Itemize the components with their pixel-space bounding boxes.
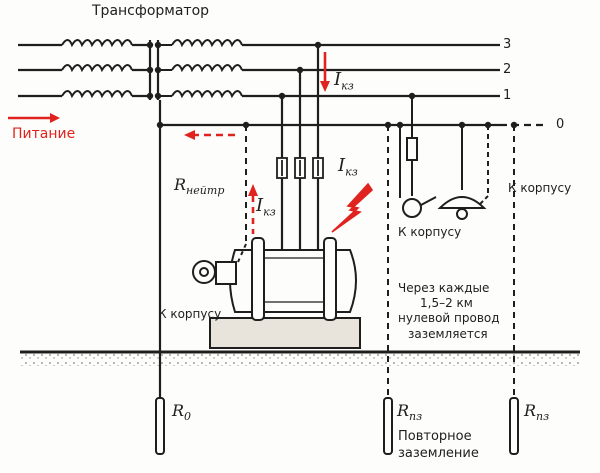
primary-lines bbox=[18, 43, 150, 98]
to-casing-label-motor: К корпусу bbox=[158, 307, 222, 321]
secondary-phase-lines bbox=[242, 43, 500, 98]
note-line-1: Через каждые bbox=[398, 281, 490, 295]
electric-motor bbox=[192, 237, 361, 349]
diagram-title: Трансформатор bbox=[92, 3, 210, 19]
to-casing-label-lamp: К корпусу bbox=[508, 181, 572, 195]
to-casing-label-socket: К корпусу bbox=[398, 225, 462, 239]
note-line-2: 1,5–2 км bbox=[420, 296, 473, 310]
motor-casing-pe bbox=[237, 125, 247, 263]
fault-current-arrows bbox=[8, 52, 374, 234]
repeat-ground-line-1: Повторное bbox=[398, 429, 472, 444]
phase-1-label: 1 bbox=[503, 88, 512, 103]
secondary-windings bbox=[158, 39, 243, 99]
ground-resistor-rpz-2: Rпз bbox=[524, 401, 550, 424]
ground-resistor-rpz-1: Rпз bbox=[397, 401, 423, 424]
ground-electrodes bbox=[155, 397, 519, 455]
fault-current-label-pe: Iкз bbox=[256, 195, 276, 219]
neutral-label: 0 bbox=[556, 117, 565, 132]
motor-fuses bbox=[276, 157, 324, 179]
repeat-ground-line-2: заземление bbox=[398, 446, 479, 461]
junction-dots bbox=[146, 41, 518, 129]
note-line-4: заземляется bbox=[408, 327, 488, 341]
supply-label: Питание bbox=[12, 126, 76, 142]
phase-2-label: 2 bbox=[503, 62, 512, 77]
load-wiring bbox=[399, 96, 489, 220]
neutral-resistance-label: Rнейтр bbox=[174, 175, 225, 198]
primary-windings bbox=[61, 39, 133, 99]
phase-3-label: 3 bbox=[503, 37, 512, 52]
ground-resistor-r0: R0 bbox=[172, 401, 192, 424]
note-line-3: нулевой провод bbox=[398, 311, 500, 325]
repeat-ground-leads bbox=[387, 125, 515, 400]
ground-surface bbox=[20, 352, 580, 366]
fault-current-label-bolt: Iкз bbox=[338, 155, 358, 179]
fault-current-label-top: Iкз bbox=[334, 69, 354, 93]
